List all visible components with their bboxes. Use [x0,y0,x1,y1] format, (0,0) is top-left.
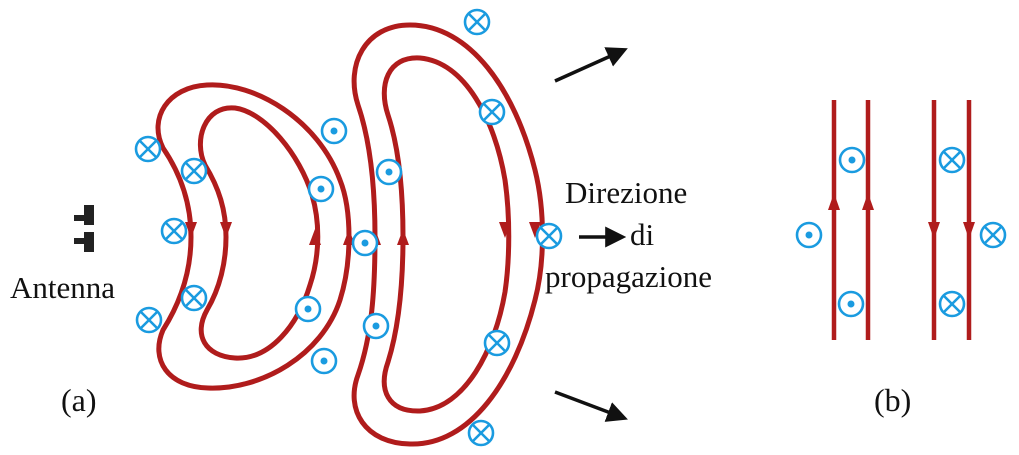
arrow-up-b2 [862,193,874,210]
into-page-icon [485,331,509,355]
panel-a-label: (a) [61,382,97,418]
into-page-icon [182,159,206,183]
direction-label-line1: Direzione [565,175,687,210]
into-page-icon [940,148,964,172]
arrow-up-b1 [828,193,840,210]
out-of-page-icon [353,231,377,255]
into-page-icon [465,10,489,34]
into-page-icon [469,421,493,445]
out-of-page-icon [839,292,863,316]
into-page-icon [162,219,186,243]
inner-loop-1 [200,108,317,358]
antenna-label: Antenna [10,270,115,305]
out-of-page-icon [377,160,401,184]
out-of-page-icon [322,119,346,143]
into-page-icon [981,223,1005,247]
second-loop-pair [354,25,542,444]
arrow-down-inner1 [220,222,232,238]
into-page-icon [537,224,561,248]
into-page-icon [940,292,964,316]
outer-loop-1 [158,85,349,388]
direction-label-line2: di [630,217,655,252]
arrow-down-b3 [928,222,940,239]
antenna-symbol [74,205,94,252]
into-page-icon [137,308,161,332]
propagation-arrow-lower [555,392,624,418]
into-page-icon [182,286,206,310]
arrow-down-b4 [963,222,975,239]
out-of-page-icon [797,223,821,247]
propagation-arrow-upper [555,50,624,81]
panel-b-symbols [797,148,1005,316]
out-of-page-icon [364,314,388,338]
arrow-up-inner2 [397,229,409,245]
out-of-page-icon [312,349,336,373]
panel-b-label: (b) [874,382,911,418]
into-page-icon [480,100,504,124]
first-loop-pair [158,85,349,388]
into-page-icon [136,137,160,161]
direction-label-line3: propagazione [545,259,712,294]
out-of-page-icon [309,177,333,201]
out-of-page-icon [840,148,864,172]
out-of-page-icon [296,297,320,321]
